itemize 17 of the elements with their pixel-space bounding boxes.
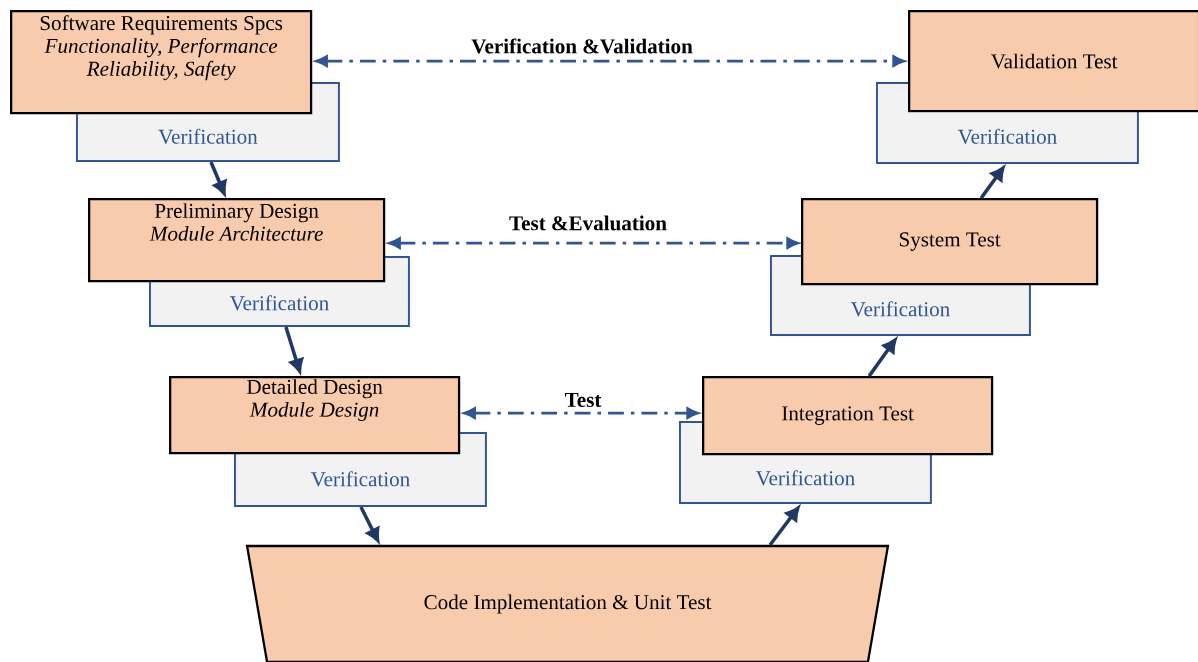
edge-label: Test &Evaluation	[507, 213, 669, 233]
process-trapezoid: Code Implementation & Unit Test	[245, 544, 890, 662]
process-box: Software Requirements Spcs Functionality, Performance Reliability, Safety	[10, 10, 313, 115]
process-box: Detailed Design Module Design	[169, 376, 461, 455]
arrow	[315, 55, 905, 67]
arrow	[979, 166, 1005, 200]
arrow	[867, 338, 897, 378]
process-box: System Test	[801, 198, 1099, 286]
edge-label: Test	[562, 391, 604, 409]
process-box: Validation Test	[908, 10, 1198, 113]
process-box: Preliminary Design Module Architecture	[88, 198, 386, 283]
edge-label: Verification &Validation	[469, 36, 695, 56]
process-box: Integration Test	[702, 376, 994, 456]
arrow	[463, 407, 699, 419]
arrow	[388, 237, 799, 249]
arrow	[768, 506, 800, 547]
arrow	[284, 326, 304, 373]
